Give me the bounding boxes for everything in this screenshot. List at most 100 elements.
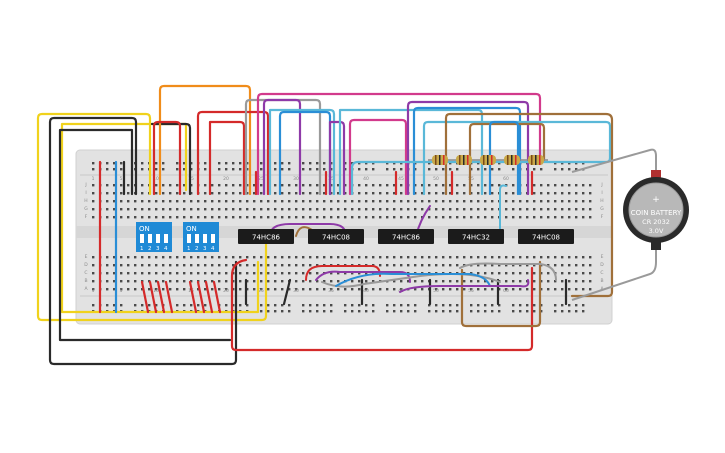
wire-yellow-inner[interactable] [60, 122, 260, 314]
wire-blue-2[interactable] [412, 106, 522, 196]
dip-number-1: 1 [187, 246, 191, 252]
column-number: 55 [468, 288, 474, 294]
wire-red-mid[interactable] [305, 265, 381, 281]
column-number: 50 [433, 288, 439, 294]
wire-battery-plus[interactable] [571, 148, 657, 173]
wire-cyan-mid[interactable] [499, 184, 507, 237]
column-number: 50 [433, 176, 439, 182]
dip-on-label: ON [139, 225, 150, 233]
ic-label: 74HC08 [322, 234, 350, 242]
wire-purple-3[interactable] [406, 100, 530, 196]
wire-red-pull-1[interactable] [140, 280, 150, 314]
ic-label: 74HC86 [252, 234, 281, 242]
wire-brown-2[interactable] [468, 122, 546, 196]
ic-label: 74HC32 [462, 234, 490, 242]
wire-red-pull-7[interactable] [204, 280, 214, 314]
wire-cyan-3[interactable] [350, 120, 612, 196]
wire-black-3[interactable] [58, 128, 232, 342]
column-number: 1 [92, 288, 95, 294]
dip-on-label: ON [186, 225, 197, 233]
column-number: 5 [120, 176, 123, 182]
wire-red-top-3[interactable] [208, 120, 246, 196]
dip-number-1: 1 [140, 246, 144, 252]
wire-orange[interactable] [158, 84, 252, 196]
row-letter: E [601, 254, 604, 260]
dip-number-2: 2 [148, 246, 152, 252]
wire-black-outer[interactable] [48, 116, 238, 366]
row-letter: F [85, 214, 88, 220]
row-letter: J [600, 182, 602, 188]
dip-number-3: 3 [156, 246, 160, 252]
column-number: 40 [363, 288, 369, 294]
row-letter: G [84, 206, 88, 212]
wire-brown-mid[interactable] [295, 226, 313, 237]
battery-model: CR 2032 [642, 218, 670, 226]
row-letter: J [84, 182, 86, 188]
dip-number-3: 3 [203, 246, 207, 252]
row-letter: F [601, 214, 604, 220]
coin-battery[interactable]: + COIN BATTERY CR 2032 3.0V [623, 170, 689, 250]
wire-red-pull-8[interactable] [212, 280, 222, 314]
wire-gray-low-2[interactable] [459, 262, 557, 281]
wire-blue-low[interactable] [335, 272, 491, 287]
dip-toggles[interactable] [187, 234, 215, 243]
wire-red-pull-2[interactable] [148, 280, 158, 314]
row-letter: D [84, 262, 88, 268]
dip-number-4: 4 [164, 246, 168, 252]
wire-purple-1[interactable] [262, 98, 302, 196]
dip-toggles[interactable] [140, 234, 168, 243]
row-letter: G [600, 206, 604, 212]
battery-voltage: 3.0V [649, 227, 664, 235]
wire-red-pull-5[interactable] [188, 280, 198, 314]
wire-brown-bottom[interactable] [460, 260, 542, 328]
dip-switch-1[interactable]: ON 1 2 3 4 [136, 222, 172, 252]
resistor[interactable] [524, 155, 548, 165]
ic-chip-5[interactable]: 74HC08 [518, 229, 574, 244]
ic-chip-4[interactable]: 74HC32 [448, 229, 504, 244]
column-number: 20 [223, 176, 229, 182]
ic-label: 74HC08 [532, 234, 560, 242]
row-letter: H [600, 198, 603, 204]
column-number: 30 [293, 176, 299, 182]
wire-gnd-2[interactable] [282, 278, 292, 306]
wire-red-pull-3[interactable] [156, 280, 166, 314]
wires [36, 84, 614, 366]
row-letter: B [600, 278, 603, 284]
column-number: 35 [328, 288, 334, 294]
wire-blue-1[interactable] [278, 110, 332, 196]
wire-cyan-1[interactable] [268, 108, 336, 196]
column-number: 60 [503, 288, 509, 294]
wire-magenta-top[interactable] [256, 92, 542, 196]
ic-chip-2[interactable]: 74HC08 [308, 229, 364, 244]
row-letter: D [600, 262, 604, 268]
wire-brown-1[interactable] [444, 112, 614, 298]
wire-blue-3[interactable] [488, 120, 520, 196]
column-number: 10 [153, 288, 159, 294]
wire-battery-minus[interactable] [571, 246, 657, 301]
row-letter: I [85, 190, 86, 196]
wire-yellow-outer[interactable] [36, 112, 268, 322]
wire-purple-low-2[interactable] [399, 279, 530, 293]
ic-chip-1[interactable]: 74HC86 [238, 229, 294, 244]
wire-magenta-2[interactable] [348, 118, 408, 196]
resistor[interactable] [452, 155, 476, 165]
ic-chip-3[interactable]: 74HC86 [378, 229, 434, 244]
resistor[interactable] [428, 155, 452, 165]
row-letter: A [84, 286, 88, 292]
column-number: 40 [363, 176, 369, 182]
wire-red-bottom[interactable] [230, 258, 534, 352]
wire-red-pull-6[interactable] [196, 280, 206, 314]
wire-black-2[interactable] [150, 122, 192, 196]
row-letter: B [84, 278, 87, 284]
wire-red-pull-4[interactable] [164, 280, 174, 314]
wire-red-top-1[interactable] [152, 120, 182, 196]
column-number: 60 [503, 176, 509, 182]
column-number: 1 [92, 176, 95, 182]
wire-red-top-2[interactable] [196, 110, 270, 196]
column-number: 10 [153, 176, 159, 182]
resistor[interactable] [476, 155, 500, 165]
dip-switch-2[interactable]: ON 1 2 3 4 [183, 222, 219, 252]
resistor[interactable] [500, 155, 524, 165]
column-number: 45 [398, 176, 404, 182]
